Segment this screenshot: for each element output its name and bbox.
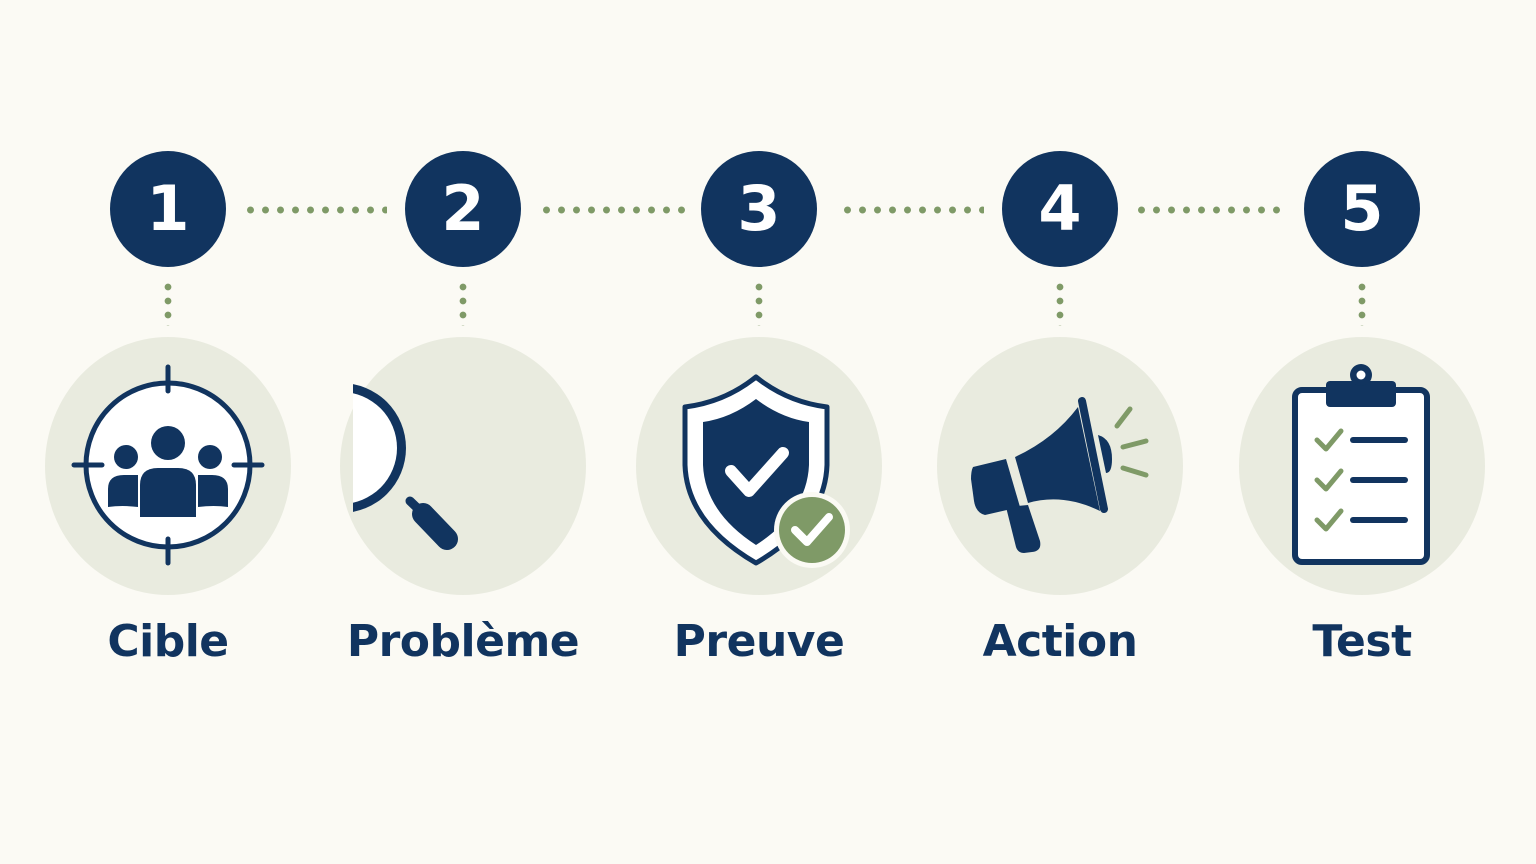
clipboard-checklist-icon [1252,355,1472,575]
vertical-connector [755,280,763,326]
step-label: Problème [346,616,580,667]
step-number-badge: 1 [110,151,226,267]
step-label: Cible [107,616,229,667]
connector-2-3 [539,206,689,214]
shield-check-icon [649,355,869,575]
vertical-connector [459,280,467,326]
connector-3-4 [840,206,984,214]
vertical-connector [164,280,172,326]
magnifier-exclamation-icon [353,355,573,575]
step-number-badge: 4 [1002,151,1118,267]
step-number-badge: 3 [701,151,817,267]
connector-4-5 [1134,206,1280,214]
step-number-badge: 2 [405,151,521,267]
step-number-badge: 5 [1304,151,1420,267]
step-label: Test [1312,616,1412,667]
vertical-connector [1056,280,1064,326]
step-label: Action [982,616,1138,667]
megaphone-icon [950,355,1170,575]
connector-1-2 [243,206,387,214]
step-label: Preuve [673,616,845,667]
target-people-icon [58,355,278,575]
vertical-connector [1358,280,1366,326]
